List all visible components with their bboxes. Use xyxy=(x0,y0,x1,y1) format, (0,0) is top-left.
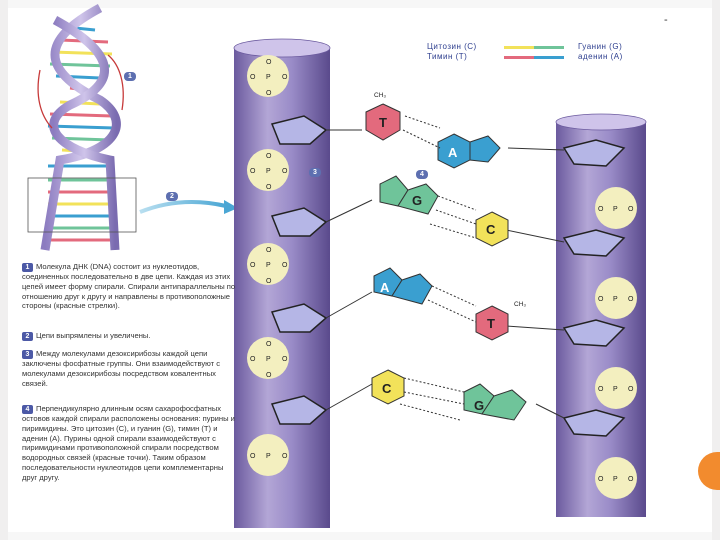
svg-text:O: O xyxy=(598,296,604,303)
svg-text:O: O xyxy=(628,296,634,303)
svg-text:CH₃: CH₃ xyxy=(374,92,386,99)
svg-text:O: O xyxy=(250,168,256,175)
svg-text:O: O xyxy=(250,74,256,81)
svg-text:O: O xyxy=(266,90,272,97)
callout-4: 4 xyxy=(416,170,428,179)
svg-text:O: O xyxy=(282,168,288,175)
svg-text:O: O xyxy=(598,476,604,483)
svg-text:O: O xyxy=(250,262,256,269)
svg-text:P: P xyxy=(613,476,618,483)
svg-text:CH₃: CH₃ xyxy=(514,301,526,308)
callout-3: 3 xyxy=(309,168,321,177)
legend-guanine: Гуанин (G) xyxy=(578,42,622,51)
svg-text:O: O xyxy=(598,386,604,393)
base-pair-2: G C xyxy=(380,176,508,246)
caption-1-number: 1 xyxy=(22,263,33,272)
caption-1-text: Молекула ДНК (DNA) состоит из нуклеотидо… xyxy=(22,262,235,310)
legend-swatch-cg-yellow xyxy=(504,46,534,49)
cytosine-label-2: C xyxy=(486,222,496,237)
svg-text:O: O xyxy=(628,476,634,483)
svg-text:P: P xyxy=(266,356,271,363)
svg-text:P: P xyxy=(266,74,271,81)
legend-swatch-cg-green xyxy=(534,46,564,49)
legend-swatch-ta-red xyxy=(504,56,534,59)
phosphate-left-4: O P O O O xyxy=(247,337,289,379)
svg-text:O: O xyxy=(266,153,272,160)
phosphate-left-2: O P O O O xyxy=(247,149,289,191)
caption-2-number: 2 xyxy=(22,332,33,341)
thymine-label-3: T xyxy=(487,316,495,331)
caption-3-number: 3 xyxy=(22,350,33,359)
svg-text:O: O xyxy=(266,59,272,66)
svg-text:O: O xyxy=(628,386,634,393)
base-pair-3: A T CH₃ xyxy=(374,268,526,340)
callout-1: 1 xyxy=(124,72,136,81)
svg-text:O: O xyxy=(250,453,256,460)
legend-cytosine: Цитозин (С) xyxy=(427,42,477,51)
left-pillar-top xyxy=(234,39,330,57)
adenine-label-1: A xyxy=(448,145,458,160)
helix-red-arrow-left xyxy=(38,70,52,128)
svg-text:P: P xyxy=(266,453,271,460)
svg-text:O: O xyxy=(282,74,288,81)
right-backbone-pillar xyxy=(556,122,646,517)
svg-text:O: O xyxy=(598,206,604,213)
base-pair-4: C G xyxy=(372,370,526,420)
svg-text:O: O xyxy=(266,372,272,379)
legend-swatch-ta-blue xyxy=(534,56,564,59)
thymine-label-1: T xyxy=(379,115,387,130)
svg-text:P: P xyxy=(266,262,271,269)
helix-red-arrow-right xyxy=(108,55,123,110)
caption-3-text: Между молекулами дезоксирибозы каждой це… xyxy=(22,349,220,388)
callout-2: 2 xyxy=(166,192,178,201)
svg-text:O: O xyxy=(250,356,256,363)
svg-text:P: P xyxy=(613,296,618,303)
svg-text:O: O xyxy=(266,341,272,348)
caption-4-number: 4 xyxy=(22,405,33,414)
svg-text:O: O xyxy=(282,453,288,460)
adenine-ring-1b xyxy=(470,136,500,162)
base-pair-1: T CH₃ A xyxy=(366,92,500,168)
svg-text:O: O xyxy=(282,262,288,269)
phosphate-left-3: O P O O O xyxy=(247,243,289,285)
svg-text:O: O xyxy=(628,206,634,213)
phosphate-left-1: O P O O O xyxy=(247,55,289,97)
adenine-label-3: A xyxy=(380,280,390,295)
svg-text:O: O xyxy=(266,278,272,285)
legend-adenine: аденин (А) xyxy=(578,52,623,61)
svg-text:P: P xyxy=(613,206,618,213)
svg-text:P: P xyxy=(266,168,271,175)
caption-4-text: Перпендикулярно длинным осям сахарофосфа… xyxy=(22,404,235,482)
glycosidic-bonds xyxy=(326,130,564,418)
svg-text:O: O xyxy=(282,356,288,363)
svg-text:O: O xyxy=(266,184,272,191)
svg-text:P: P xyxy=(613,386,618,393)
svg-text:O: O xyxy=(266,247,272,254)
guanine-label-4: G xyxy=(474,398,484,413)
enlarge-arrow xyxy=(140,202,226,212)
caption-2-text: Цепи выпрямлены и увеличены. xyxy=(36,331,150,340)
right-pillar-top xyxy=(556,114,646,130)
cytosine-label-4: C xyxy=(382,381,392,396)
double-helix xyxy=(28,8,136,250)
guanine-label-2: G xyxy=(412,193,422,208)
legend-thymine: Тимин (Т) xyxy=(427,52,467,61)
